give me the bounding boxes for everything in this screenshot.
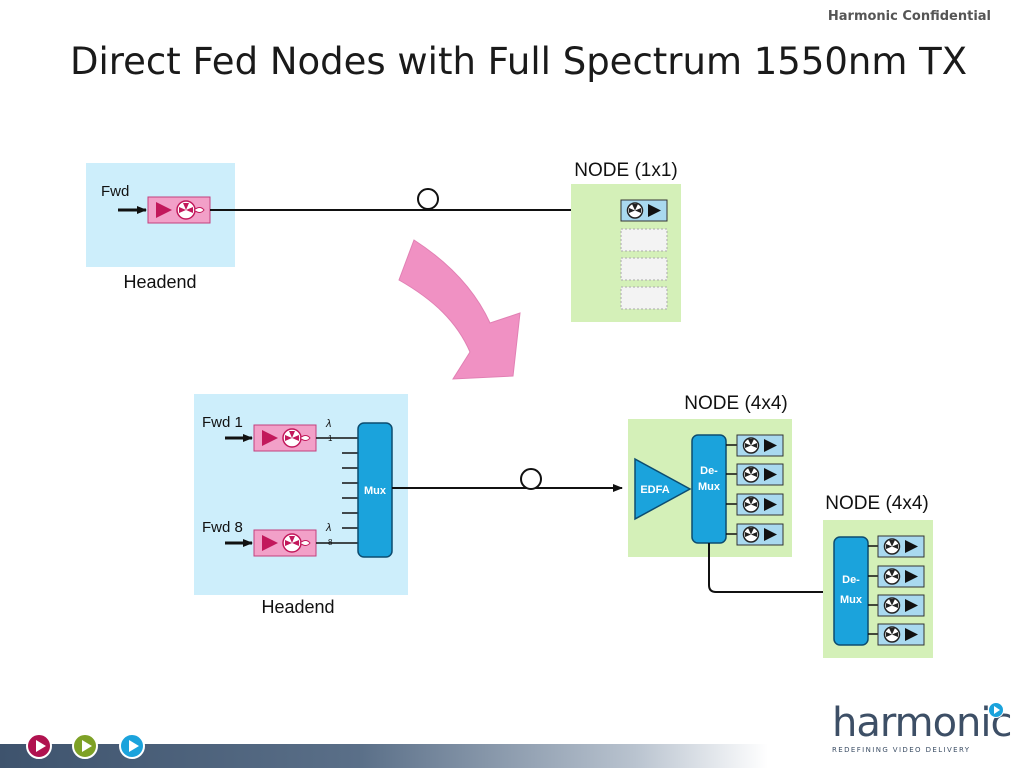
fwd-label: Fwd bbox=[101, 183, 129, 200]
demux-b-label-line2: Mux bbox=[840, 594, 863, 606]
receiver-icon bbox=[736, 523, 784, 546]
receiver-icon bbox=[736, 434, 784, 457]
transmitter-icon bbox=[253, 424, 317, 452]
empty-slot bbox=[620, 228, 668, 252]
fiber-spool-icon bbox=[520, 468, 542, 490]
mux-input-ports bbox=[316, 437, 358, 544]
node-4x4-b-label: NODE (4x4) bbox=[825, 493, 928, 514]
demux-b-label-line1: De- bbox=[842, 574, 860, 586]
edfa-amplifier bbox=[634, 457, 692, 521]
mux-block bbox=[357, 422, 393, 558]
confidential-label: Harmonic Confidential bbox=[827, 9, 991, 24]
lambda1-symbol: λ bbox=[325, 418, 331, 430]
fiber-link-node-b bbox=[708, 543, 836, 593]
nav-play-red-button[interactable] bbox=[26, 733, 52, 759]
upgrade-arrow bbox=[398, 239, 521, 380]
nav-play-blue-button[interactable] bbox=[119, 733, 145, 759]
fiber-spool-icon bbox=[417, 188, 439, 210]
edfa-label: EDFA bbox=[640, 484, 669, 496]
receiver-icon bbox=[736, 493, 784, 516]
demux-block-b bbox=[833, 536, 869, 646]
receiver-icon bbox=[620, 199, 668, 222]
receiver-icon bbox=[736, 463, 784, 486]
logo-wordmark: harmonic bbox=[832, 700, 1013, 746]
transmitter-icon bbox=[253, 529, 317, 557]
demux-b-outputs bbox=[868, 545, 878, 635]
transmitter-icon bbox=[147, 196, 211, 224]
receiver-icon bbox=[877, 623, 925, 646]
receiver-icon bbox=[877, 565, 925, 588]
receiver-icon bbox=[877, 594, 925, 617]
receiver-icon bbox=[877, 535, 925, 558]
logo-play-icon bbox=[988, 702, 1004, 718]
headend-label-top: Headend bbox=[123, 272, 196, 292]
fwd1-label: Fwd 1 bbox=[202, 414, 243, 431]
slide-title: Direct Fed Nodes with Full Spectrum 1550… bbox=[70, 40, 968, 83]
demux-a-label-line1: De- bbox=[700, 465, 718, 477]
nav-play-green-button[interactable] bbox=[72, 733, 98, 759]
demux-a-label-line2: Mux bbox=[698, 481, 721, 493]
logo-tagline: REDEFINING VIDEO DELIVERY bbox=[832, 746, 971, 754]
harmonic-logo: harmonic REDEFINING VIDEO DELIVERY bbox=[832, 700, 1013, 754]
node-4x4-a-label: NODE (4x4) bbox=[684, 393, 787, 414]
demux-a-outputs bbox=[726, 444, 737, 535]
footer-bar bbox=[0, 744, 1024, 768]
node-1x1-label: NODE (1x1) bbox=[574, 160, 677, 181]
lambda8-symbol: λ bbox=[325, 522, 331, 534]
empty-slot bbox=[620, 257, 668, 281]
fwd8-label: Fwd 8 bbox=[202, 519, 243, 536]
empty-slot bbox=[620, 286, 668, 310]
mux-label: Mux bbox=[364, 485, 387, 497]
headend-label-bottom: Headend bbox=[261, 597, 334, 617]
